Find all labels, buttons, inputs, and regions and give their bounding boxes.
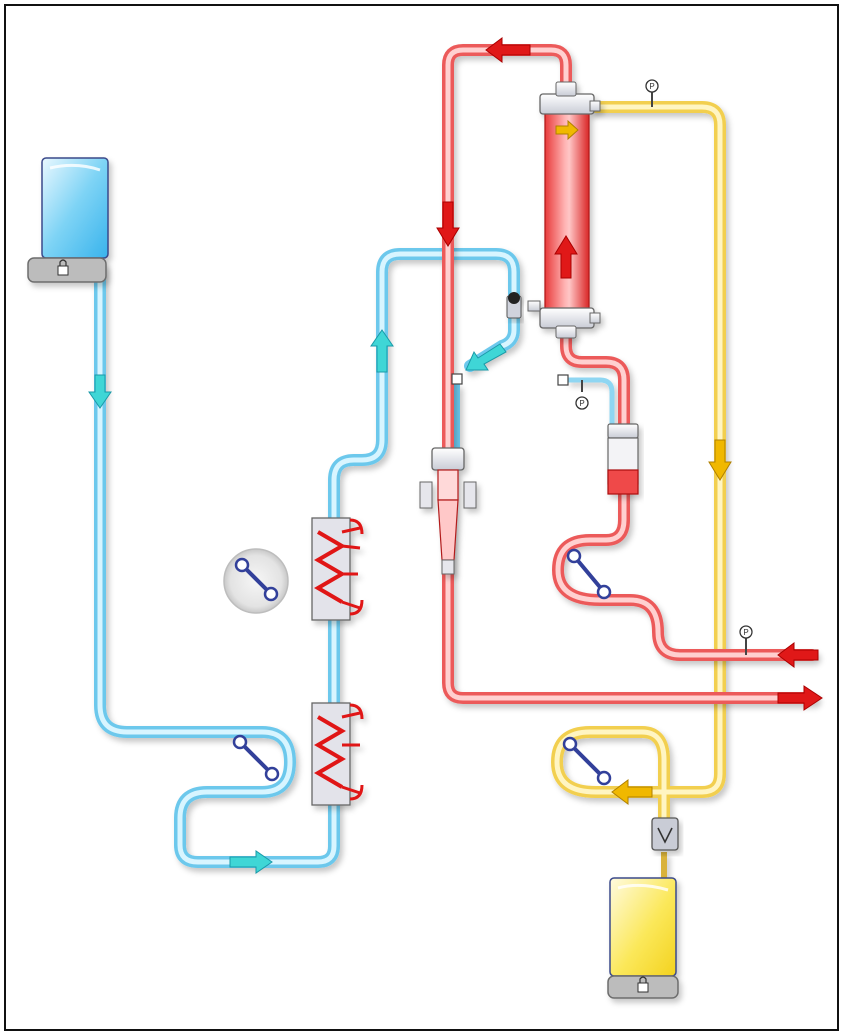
roller-pump-effluent <box>562 736 612 786</box>
effluent-line <box>551 101 726 880</box>
blood-arrow-up-icon <box>554 235 578 279</box>
effluent-bag <box>607 877 679 999</box>
svg-text:P: P <box>649 82 654 91</box>
blood-line <box>442 44 818 704</box>
blood-arrow-outlet-icon <box>777 685 823 711</box>
venous-drip-chamber <box>419 447 477 575</box>
air-connector <box>557 374 569 386</box>
heater-upper <box>311 517 364 621</box>
effluent-arrow-left-icon <box>611 779 653 805</box>
lock-icon <box>637 976 649 993</box>
pressure-sensor-access: P <box>575 380 589 410</box>
svg-text:P: P <box>743 628 748 637</box>
check-valve-icon <box>651 817 679 851</box>
heater-lower <box>311 702 364 806</box>
blood-arrow-inlet-icon <box>777 642 819 668</box>
arterial-air-trap <box>607 423 639 495</box>
roller-pump-standby <box>223 548 289 614</box>
roller-pump-dialysate <box>232 734 280 782</box>
dialysate-check-valve <box>506 292 522 319</box>
flow-arrow-up-icon <box>370 329 394 373</box>
flow-arrow-right-icon <box>229 850 273 874</box>
dialyzer-filter <box>527 81 601 339</box>
blood-arrow-left-icon <box>485 37 531 63</box>
lock-icon <box>57 259 69 276</box>
pressure-sensor-inlet: P <box>739 625 753 655</box>
flow-arrow-down-icon <box>88 374 112 409</box>
flow-arrow-diagonal-icon <box>465 343 507 371</box>
dialysate-line <box>94 248 615 868</box>
dialysate-connector <box>451 373 463 385</box>
svg-text:P: P <box>579 399 584 408</box>
effluent-arrow-right-icon <box>555 119 579 141</box>
effluent-arrow-down-icon <box>708 439 732 481</box>
pressure-sensor-effluent: P <box>645 79 659 107</box>
diagram-frame <box>4 4 839 1031</box>
dialysate-bag <box>27 157 109 283</box>
roller-pump-blood <box>566 548 612 600</box>
blood-arrow-down-icon <box>436 201 460 247</box>
